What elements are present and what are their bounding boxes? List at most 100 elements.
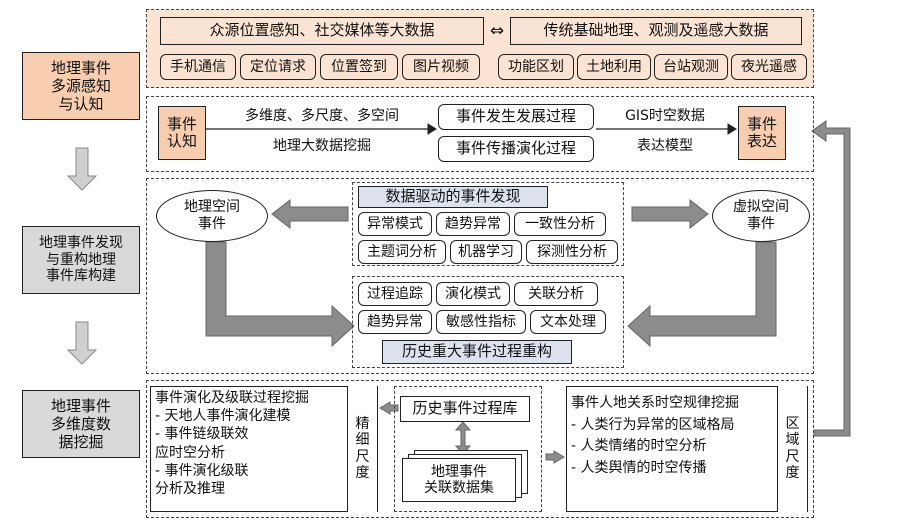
cascade-mining-item: - 事件演化级联 分析及推理 [155,462,249,497]
human-land-title: 事件人地关系时空规律挖掘 [571,395,739,411]
discovery-item: 主题词分析 [358,240,446,264]
crowd-item: 定位请求 [240,54,316,80]
cascade-mining-box: 事件演化及级联过程挖掘 - 天地人事件演化建模 - 事件链级联效 应时空分析 -… [150,385,378,512]
crowd-item-label: 位置签到 [331,58,387,75]
discovery-title-label: 数据驱动的事件发现 [385,187,521,206]
stage-sensing: 地理事件 多源感知 与认知 [22,52,140,120]
double-arrow-glyph: ⇔ [489,21,505,41]
discovery-title: 数据驱动的事件发现 [358,186,548,208]
discovery-item: 异常模式 [358,212,432,236]
human-land-item: - 人类情绪的时空分析 [571,438,707,455]
human-land-mining-box: 事件人地关系时空规律挖掘 - 人类行为异常的区域格局 - 人类情绪的时空分析 -… [566,385,808,512]
row3-panel [146,380,814,518]
recon-item-label: 过程追踪 [367,285,423,302]
recon-item-label: 敏感性指标 [446,313,516,330]
row2-gray-arrows [205,198,777,348]
human-land-item: - 人类舆情的时空传播 [571,460,707,477]
recon-item: 过程追踪 [358,282,432,306]
recon-item-label: 文本处理 [540,313,596,330]
trad-item-label: 土地利用 [586,58,642,75]
discovery-item: 一致性分析 [514,212,606,236]
crowd-item: 图片视频 [402,54,480,80]
recon-item-label: 趋势异常 [367,313,423,330]
trad-item-label: 夜光遥感 [741,58,797,75]
stage-sensing-label: 地理事件 多源感知 与认知 [50,59,111,113]
double-arrow-icon: ⇔ [484,17,510,45]
stage-discovery-label: 地理事件发现 与重构地理 事件库构建 [39,234,123,285]
trad-source-title: 传统基础地理、观测及遥感大数据 [510,17,802,45]
process-propagation-label: 事件传播演化过程 [455,139,576,158]
row1-top-text: 多维度、多尺度、多空间 [214,104,430,126]
crowd-item-label: 手机通信 [170,58,226,75]
discovery-item-label: 一致性分析 [525,215,595,232]
discovery-item-label: 异常模式 [367,215,423,232]
history-event-db: 历史事件过程库 [400,396,530,422]
event-expression-box: 事件 表达 [738,106,786,160]
event-dataset-label: 地理事件 关联数据集 [424,463,494,496]
stage-mining: 地理事件 多维度数 据挖掘 [22,390,140,458]
crowd-item: 位置签到 [320,54,398,80]
recon-item: 趋势异常 [358,310,432,334]
stage-mining-label: 地理事件 多维度数 据挖掘 [50,397,111,451]
virtual-space-event: 虚拟空间 事件 [712,190,810,242]
discovery-panel [352,182,624,266]
discovery-item-label: 趋势异常 [445,215,501,232]
cascade-mining-item: - 事件链级联效 应时空分析 [155,426,249,461]
discovery-item: 趋势异常 [436,212,510,236]
history-event-db-label: 历史事件过程库 [412,399,518,418]
discovery-item-label: 主题词分析 [367,243,437,260]
event-dataset: 地理事件 关联数据集 [402,458,516,502]
crowd-source-title: 众源位置感知、社交媒体等大数据 [160,17,484,45]
crowd-source-title-text: 众源位置感知、社交媒体等大数据 [209,21,435,40]
region-scale-label-box: 区 域 尺 度 [777,385,807,512]
gis-model-bottom-label: 表达模型 [637,138,693,154]
event-expression-label: 事件 表达 [746,114,777,150]
event-cognition-box: 事件 认知 [158,106,206,160]
crowd-item: 手机通信 [160,54,236,80]
row1-arrows [206,123,737,135]
trad-item-label: 台站观测 [663,58,719,75]
event-cognition-label: 事件 认知 [166,114,197,150]
recon-title-label: 历史重大事件过程重构 [401,342,552,361]
event-db-panel [394,386,542,512]
trad-item: 台站观测 [654,54,728,80]
gis-model-bottom: 表达模型 [600,134,730,156]
trad-item: 夜光遥感 [731,54,807,80]
fine-scale-label-box: 精 细 尺 度 [347,385,377,512]
row1-bottom-text: 地理大数据挖掘 [214,134,430,156]
gis-model-top-label: GIS时空数据 [625,108,705,124]
gis-model-top: GIS时空数据 [600,104,730,126]
crowd-item-label: 定位请求 [250,58,306,75]
feedback-arrow [811,120,851,437]
discovery-item-label: 机器学习 [458,243,514,260]
trad-item: 土地利用 [577,54,651,80]
row1-panel [146,96,814,172]
region-scale-label: 区 域 尺 度 [785,416,800,481]
recon-item-label: 关联分析 [528,285,584,302]
human-land-item: - 人类行为异常的区域格局 [571,416,735,433]
recon-item-label: 演化模式 [445,285,501,302]
row1-top-text-label: 多维度、多尺度、多空间 [245,108,399,124]
stage-down-arrow-2 [66,321,98,365]
fine-scale-label: 精 细 尺 度 [355,416,370,481]
cascade-mining-item: - 天地人事件演化建模 [155,408,291,425]
trad-source-title-text: 传统基础地理、观测及遥感大数据 [543,21,769,40]
row1-bottom-text-label: 地理大数据挖掘 [273,138,371,154]
geo-space-event-label: 地理空间 事件 [184,199,240,232]
cascade-mining-content: 事件演化及级联过程挖掘 - 天地人事件演化建模 - 事件链级联效 应时空分析 -… [155,389,345,498]
row2-panel [146,178,814,374]
process-development-label: 事件发生发展过程 [455,107,576,126]
recon-item: 敏感性指标 [436,310,526,334]
process-development-box: 事件发生发展过程 [438,104,594,130]
geo-space-event: 地理空间 事件 [156,190,268,242]
stage-discovery: 地理事件发现 与重构地理 事件库构建 [22,226,140,294]
cascade-mining-title: 事件演化及级联过程挖掘 [155,390,309,406]
human-land-content: 事件人地关系时空规律挖掘 - 人类行为异常的区域格局 - 人类情绪的时空分析 -… [571,393,777,480]
trad-item: 功能区划 [498,54,574,80]
trad-item-label: 功能区划 [508,58,564,75]
virtual-space-event-label: 虚拟空间 事件 [733,199,789,232]
stage-down-arrow-1 [66,147,98,191]
discovery-item-label: 探测性分析 [537,243,607,260]
reconstruction-panel [352,276,624,368]
